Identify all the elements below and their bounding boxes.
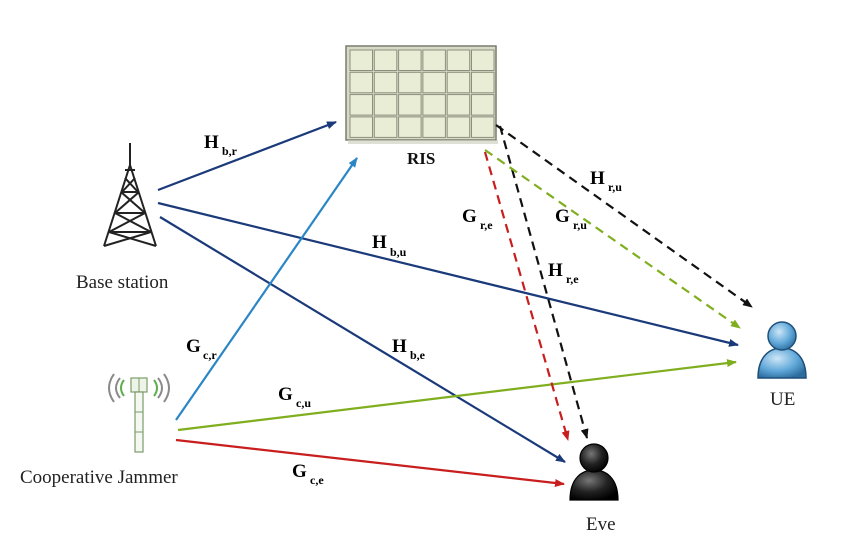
jammer-antenna-icon xyxy=(108,373,170,453)
channel-label-g-cr: G c,r xyxy=(186,336,217,362)
eve-label: Eve xyxy=(586,514,616,535)
ris-element xyxy=(471,71,495,94)
svg-text:r,e: r,e xyxy=(480,218,493,232)
channel-label-h-br: H b,r xyxy=(204,132,238,158)
link-h-be xyxy=(159,216,566,463)
link-h-re xyxy=(498,125,589,439)
channel-label-h-be: H b,e xyxy=(392,336,426,362)
base-station-label: Base station xyxy=(76,272,169,293)
ris-element xyxy=(349,94,373,116)
ris-element-grid xyxy=(349,49,495,138)
svg-text:b,r: b,r xyxy=(222,144,238,158)
channel-label-h-re: H r,e xyxy=(548,260,579,286)
ris-element xyxy=(446,94,471,116)
ris-element xyxy=(422,94,446,116)
ris-element xyxy=(349,49,373,71)
svg-text:b,u: b,u xyxy=(390,245,407,259)
svg-text:r,u: r,u xyxy=(608,180,622,194)
ris-element xyxy=(373,116,398,138)
channel-label-g-cu: G c,u xyxy=(278,384,311,410)
ris-element xyxy=(373,94,398,116)
ris-element xyxy=(471,49,495,71)
svg-text:G: G xyxy=(292,461,307,482)
svg-text:r,e: r,e xyxy=(566,272,579,286)
svg-text:G: G xyxy=(462,206,477,227)
jammer-label: Cooperative Jammer xyxy=(20,467,178,488)
ris-element xyxy=(422,49,446,71)
svg-text:r,u: r,u xyxy=(573,218,587,232)
link-g-cu xyxy=(177,359,737,432)
svg-text:c,u: c,u xyxy=(296,396,311,410)
svg-text:H: H xyxy=(392,336,407,357)
channel-label-g-ru: G r,u xyxy=(555,206,587,232)
ris-element xyxy=(373,71,398,94)
ris-element xyxy=(349,71,373,94)
ue-label: UE xyxy=(770,389,795,410)
svg-text:H: H xyxy=(204,132,219,153)
ris-panel xyxy=(345,45,498,144)
svg-text:G: G xyxy=(278,384,293,405)
channel-label-g-re: G r,e xyxy=(462,206,493,232)
link-h-br xyxy=(157,120,337,192)
ris-element xyxy=(471,116,495,138)
svg-text:H: H xyxy=(548,260,563,281)
base-station-tower-icon xyxy=(103,143,157,247)
svg-text:G: G xyxy=(555,206,570,227)
svg-text:H: H xyxy=(590,168,605,189)
ris-element xyxy=(398,94,422,116)
channel-label-h-ru: H r,u xyxy=(590,168,622,194)
ris-element xyxy=(422,71,446,94)
ris-element xyxy=(398,49,422,71)
ris-label: RIS xyxy=(407,149,435,168)
link-h-ru xyxy=(495,124,753,308)
ris-element xyxy=(446,49,471,71)
link-g-re xyxy=(483,151,570,441)
ris-element xyxy=(471,94,495,116)
ris-element xyxy=(446,116,471,138)
ris-element xyxy=(373,49,398,71)
svg-text:b,e: b,e xyxy=(410,348,426,362)
ris-element xyxy=(398,71,422,94)
ris-element xyxy=(446,71,471,94)
ris-element xyxy=(398,116,422,138)
channel-label-g-ce: G c,e xyxy=(292,461,324,487)
svg-text:c,r: c,r xyxy=(203,348,217,362)
ue-user-icon xyxy=(757,321,807,379)
svg-text:H: H xyxy=(372,232,387,253)
svg-text:G: G xyxy=(186,336,201,357)
link-h-bu xyxy=(157,201,739,347)
ris-element xyxy=(422,116,446,138)
link-g-cr xyxy=(175,157,358,421)
link-g-ru xyxy=(484,149,741,329)
svg-text:c,e: c,e xyxy=(310,473,324,487)
eve-user-icon xyxy=(569,443,619,501)
ris-element xyxy=(349,116,373,138)
channel-label-h-bu: H b,u xyxy=(372,232,407,259)
link-g-ce xyxy=(175,438,565,487)
